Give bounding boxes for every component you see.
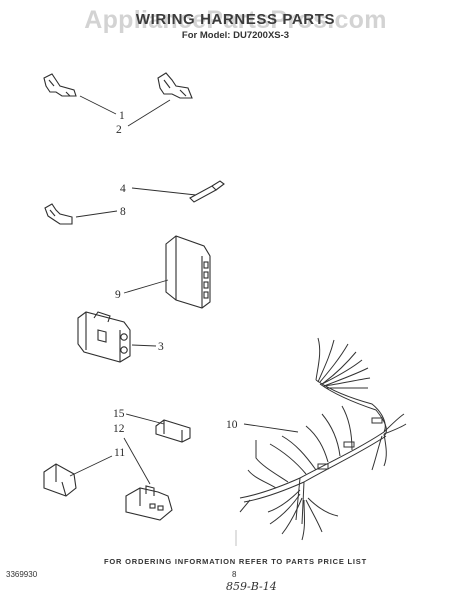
callout-8: 8 bbox=[120, 206, 126, 218]
leader-line-8 bbox=[75, 210, 118, 218]
leader-line-12 bbox=[123, 437, 151, 485]
document-number: 3369930 bbox=[6, 570, 38, 579]
ordering-note: FOR ORDERING INFORMATION REFER TO PARTS … bbox=[104, 557, 367, 566]
leader-line-3 bbox=[131, 344, 157, 347]
terminal-part-left bbox=[43, 73, 77, 97]
connector-part-15 bbox=[155, 419, 191, 443]
callout-3: 3 bbox=[158, 341, 164, 353]
leader-line-10 bbox=[243, 423, 299, 433]
callout-15: 15 bbox=[113, 408, 125, 420]
small-terminal-part bbox=[44, 203, 73, 225]
leader-line-15 bbox=[125, 413, 165, 425]
leader-line-4 bbox=[131, 187, 197, 196]
connector-housing-9 bbox=[165, 235, 211, 309]
connector-part-12 bbox=[125, 485, 173, 521]
handwritten-note: 859-B-14 bbox=[226, 580, 277, 593]
wiring-harness-10 bbox=[239, 337, 407, 541]
callout-2: 2 bbox=[116, 124, 122, 136]
page-title: WIRING HARNESS PARTS bbox=[135, 11, 336, 28]
page-number: 8 bbox=[232, 570, 237, 579]
leader-line-2 bbox=[127, 99, 171, 127]
callout-11: 11 bbox=[114, 447, 125, 459]
connector-part-3 bbox=[77, 311, 131, 363]
leader-line-11 bbox=[69, 455, 113, 477]
callout-1: 1 bbox=[119, 110, 125, 122]
callout-12: 12 bbox=[113, 423, 125, 435]
leader-line-9 bbox=[123, 279, 169, 294]
callout-9: 9 bbox=[115, 289, 121, 301]
connector-part-11 bbox=[43, 463, 77, 497]
pin-terminal-part bbox=[189, 180, 225, 203]
callout-4: 4 bbox=[120, 183, 126, 195]
leader-line-1 bbox=[79, 95, 117, 115]
watermark-text: AppliancePartsPros.com bbox=[84, 6, 387, 34]
model-subtitle: For Model: DU7200XS-3 bbox=[181, 30, 290, 41]
callout-10: 10 bbox=[226, 419, 238, 431]
terminal-part-right bbox=[157, 72, 193, 99]
